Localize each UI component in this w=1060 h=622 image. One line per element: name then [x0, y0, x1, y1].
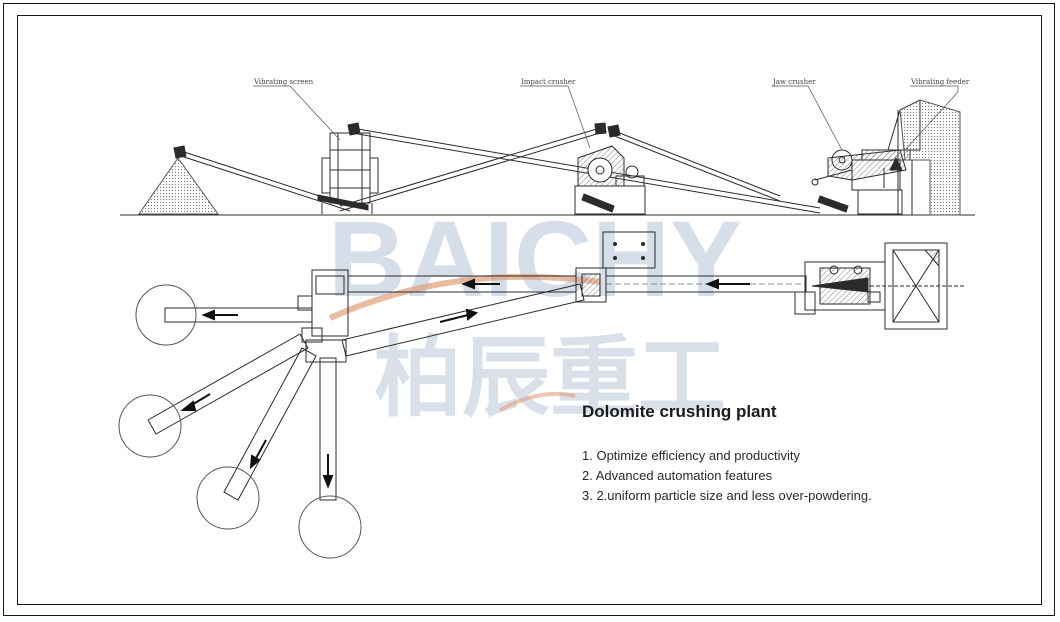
callout-jaw-crusher: Jaw crusher [772, 78, 816, 86]
callout-impact-crusher: Impact crusher [521, 78, 576, 86]
callout-vibrating-screen: Vibrating screen [253, 78, 314, 86]
impact-crusher [574, 145, 646, 215]
plan-view [118, 231, 965, 559]
plan-hopper [870, 242, 965, 330]
watermark-latin: BAICHY [328, 198, 742, 319]
feature-list: 1. Optimize efficiency and productivity … [582, 446, 872, 506]
plant-title: Dolomite crushing plant [582, 402, 777, 421]
plan-conveyor-return [341, 283, 585, 357]
plan-distribution-hub [301, 327, 347, 363]
plan-jaw-crusher [794, 261, 886, 315]
feature-item: 1. Optimize efficiency and productivity [582, 448, 800, 463]
stockpile [138, 157, 219, 215]
callout-vibrating-feeder: Vibrating feeder [910, 78, 970, 86]
watermark-chinese: 柏辰重工 [374, 326, 726, 429]
plan-stockpiles [118, 284, 362, 559]
feed-hopper-structure [897, 99, 961, 216]
plan-impact-crusher [575, 231, 656, 303]
feature-item: 3. 2.uniform particle size and less over… [582, 488, 872, 503]
watermark: BAICHY 柏辰重工 [328, 198, 742, 429]
callout-leaders [253, 85, 959, 151]
watermark-swoosh-lower [499, 391, 576, 412]
outer-frame [3, 3, 1055, 616]
feature-item: 2. Advanced automation features [582, 468, 773, 483]
plan-screen [297, 269, 349, 337]
flow-arrows [180, 278, 750, 489]
watermark-swoosh [328, 273, 601, 321]
elevation-view [120, 85, 975, 216]
plan-conveyor-left [164, 307, 313, 323]
crusher-conveyor [607, 124, 781, 202]
plan-radial-conveyors [147, 333, 337, 501]
return-conveyor [339, 122, 607, 212]
inner-frame [17, 15, 1042, 605]
